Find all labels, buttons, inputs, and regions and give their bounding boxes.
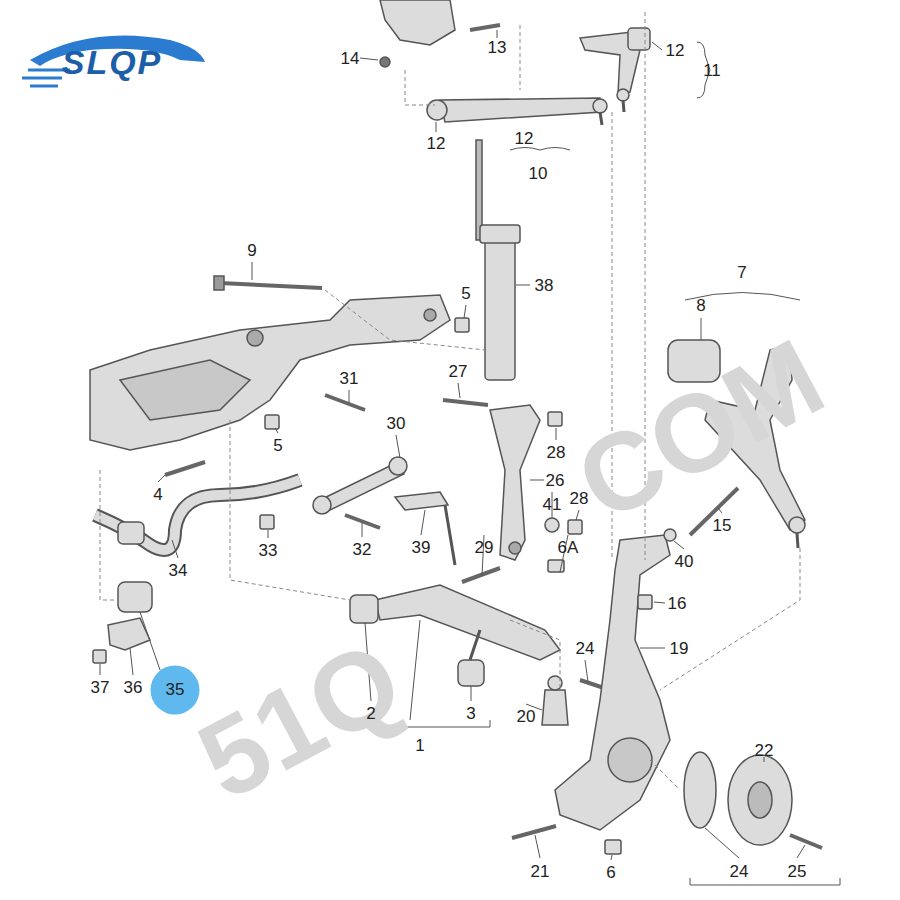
callout-number: 3: [466, 705, 475, 722]
callout-number: 9: [247, 242, 256, 259]
callout-number: 5: [273, 437, 282, 454]
callout-number: 12: [666, 42, 685, 59]
callout-number: 16: [668, 595, 687, 612]
callout-number: 27: [449, 363, 468, 380]
callout-number: 36: [124, 679, 143, 696]
callout-number: 31: [340, 370, 359, 387]
callout-number: 28: [570, 490, 589, 507]
highlight-circle: 35: [150, 665, 200, 715]
callout-number: 6A: [558, 539, 579, 556]
callout-number: 12: [515, 130, 534, 147]
callout-number: 19: [670, 640, 689, 657]
callout-number: 14: [341, 50, 360, 67]
callout-number: 26: [546, 472, 565, 489]
callout-number: 37: [91, 679, 110, 696]
callout-number: 13: [488, 39, 507, 56]
callout-number: 25: [788, 863, 807, 880]
watermark: 51Q: [182, 623, 417, 818]
callout-number: 7: [737, 264, 746, 281]
callout-number: 32: [353, 541, 372, 558]
brand-logo: SLQP: [62, 45, 163, 79]
callout-number: 29: [475, 539, 494, 556]
callout-number: 28: [547, 444, 566, 461]
callout-number: 21: [531, 863, 550, 880]
callout-number: 40: [675, 553, 694, 570]
callout-number: 8: [696, 297, 705, 314]
callout-number: 20: [517, 708, 536, 725]
callout-number: 22: [755, 742, 774, 759]
callout-number: 6: [606, 864, 615, 881]
callout-number: 15: [713, 517, 732, 534]
callout-number: 38: [535, 277, 554, 294]
callout-number: 10: [529, 165, 548, 182]
callout-number: 24: [730, 863, 749, 880]
callout-number: 39: [412, 539, 431, 556]
callout-number: 30: [387, 415, 406, 432]
callout-number: 12: [427, 135, 446, 152]
callout-number: 11: [703, 62, 721, 79]
callout-number: 1: [415, 737, 424, 754]
callout-number: 24: [576, 640, 595, 657]
callout-number: 41: [543, 496, 562, 513]
callout-number: 35: [166, 680, 185, 700]
callout-number: 33: [259, 542, 278, 559]
callout-number: 5: [461, 285, 470, 302]
callout-number: 4: [153, 486, 162, 503]
callout-number: 2: [366, 705, 375, 722]
callout-number: 34: [169, 562, 188, 579]
